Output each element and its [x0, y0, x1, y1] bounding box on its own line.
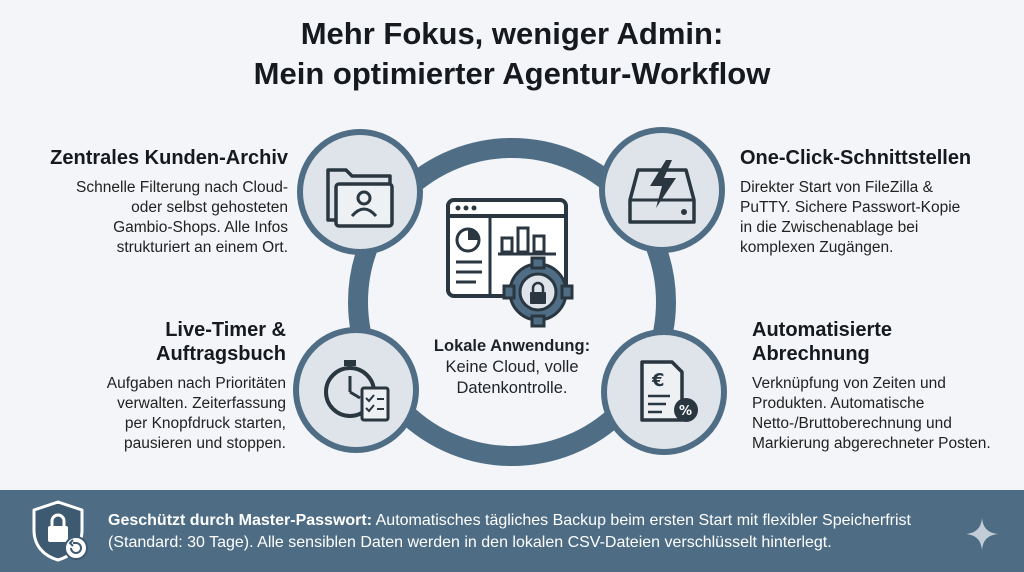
feature-title: Zentrales Kunden-Archiv [50, 147, 288, 169]
svg-text:%: % [679, 404, 692, 419]
center-line-2: Datenkontrolle. [456, 379, 568, 397]
feature-title: Live-Timer & Auftragsbuch [156, 319, 286, 365]
center-title: Lokale Anwendung: [433, 337, 591, 355]
stopwatch-checklist-icon [293, 327, 419, 453]
footer-label: Geschützt durch Master-Passwort: [108, 512, 373, 529]
euro-invoice-icon: € % [601, 329, 727, 455]
feature-description: Aufgaben nach Prioritäten verwalten. Zei… [106, 375, 286, 452]
feature-schnittstellen: One-Click-Schnittstellen Direkter Start … [740, 146, 1010, 258]
dashboard-gear-lock-icon [446, 198, 574, 328]
center-line-1: Keine Cloud, volle [445, 358, 579, 376]
feature-description: Verknüpfung von Zeiten und Produkten. Au… [752, 375, 991, 452]
svg-text:€: € [651, 370, 665, 391]
folder-user-icon [297, 129, 423, 255]
feature-abrechnung: Automatisierte Abrechnung Verknüpfung vo… [752, 318, 1020, 454]
feature-description: Direkter Start von FileZilla & PuTTY. Si… [740, 179, 961, 256]
feature-title: Automatisierte Abrechnung [752, 319, 893, 365]
title-line-2: Mein optimierter Agentur-Workflow [253, 56, 771, 91]
sparkle-icon [966, 518, 998, 550]
lightning-drive-icon [599, 127, 725, 253]
footer-banner: Geschützt durch Master-Passwort: Automat… [0, 490, 1024, 572]
feature-title: One-Click-Schnittstellen [740, 147, 972, 169]
footer-text: Geschützt durch Master-Passwort: Automat… [108, 510, 998, 554]
shield-lock-restore-icon [32, 500, 88, 562]
center-caption: Lokale Anwendung: Keine Cloud, volle Dat… [412, 336, 612, 399]
footer-line-1: Automatisches tägliches Backup beim erst… [372, 512, 911, 529]
title-line-1: Mehr Fokus, weniger Admin: [300, 16, 724, 51]
page-title: Mehr Fokus, weniger Admin: Mein optimier… [0, 14, 1024, 94]
feature-description: Schnelle Filterung nach Cloud- oder selb… [76, 179, 288, 256]
workflow-diagram: € % [293, 127, 727, 466]
feature-kunden-archiv: Zentrales Kunden-Archiv Schnelle Filteru… [20, 146, 288, 258]
workflow-ring [348, 138, 676, 466]
feature-live-timer: Live-Timer & Auftragsbuch Aufgaben nach … [20, 318, 286, 454]
footer-line-2: (Standard: 30 Tage). Alle sensiblen Date… [108, 534, 832, 551]
